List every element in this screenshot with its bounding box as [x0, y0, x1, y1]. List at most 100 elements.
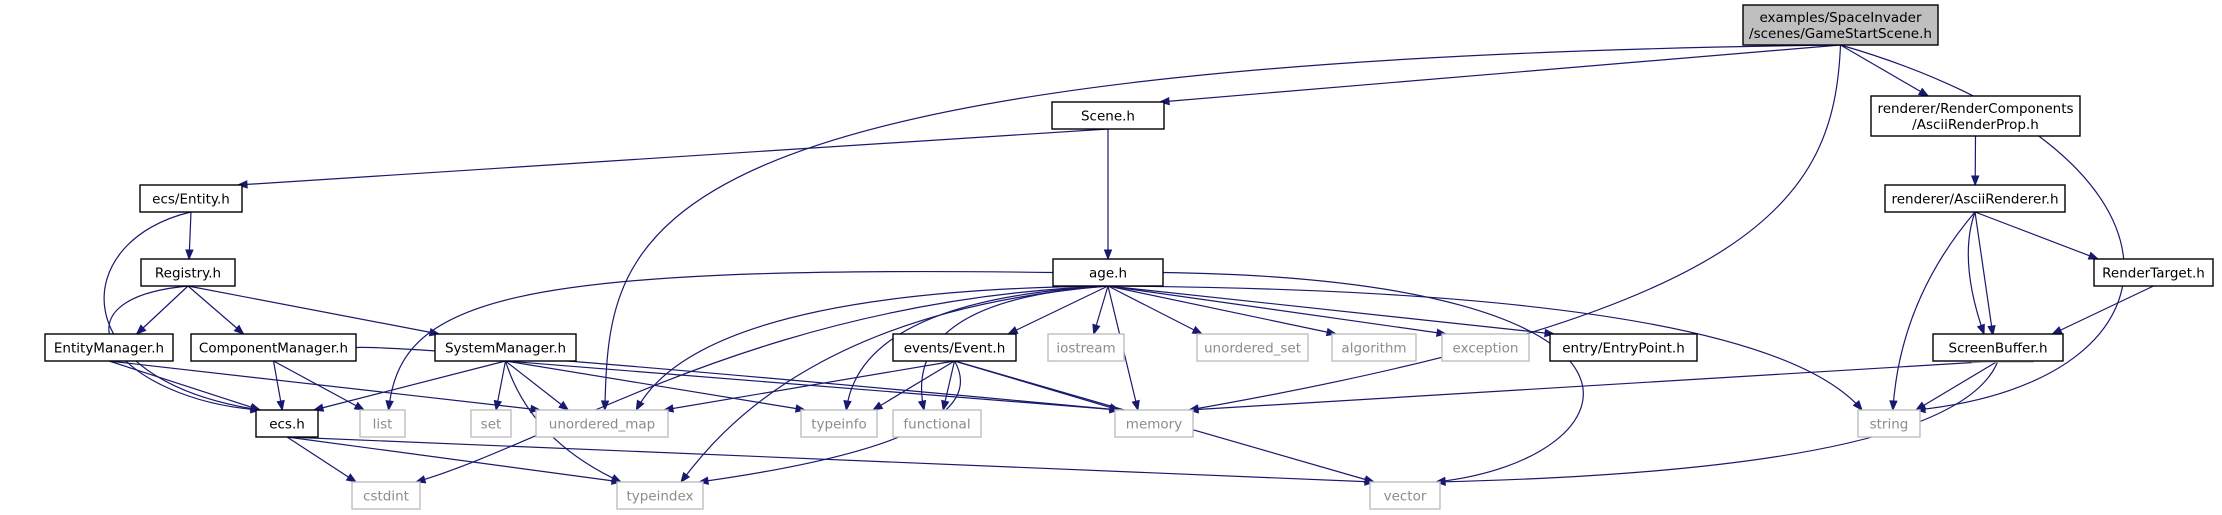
node-rendertarget[interactable]: RenderTarget.h — [2093, 258, 2214, 287]
node-box-unordered_set — [1196, 333, 1309, 362]
node-box-scene — [1051, 101, 1165, 130]
node-box-cstdint — [351, 481, 421, 510]
arrowhead-age-to-list — [385, 400, 394, 412]
node-algorithm[interactable]: algorithm — [1331, 333, 1417, 362]
node-asciirenderprop[interactable]: renderer/RenderComponents/AsciiRenderPro… — [1870, 95, 2081, 137]
node-box-root — [1742, 4, 1939, 46]
nodes: examples/SpaceInvader/scenes/GameStartSc… — [44, 4, 2214, 510]
node-label-age: age.h — [1089, 266, 1127, 282]
node-entity[interactable]: ecs/Entity.h — [139, 184, 243, 213]
node-cstdint[interactable]: cstdint — [351, 481, 421, 510]
edge-systemmanager-to-ecs — [313, 360, 506, 411]
edge-screenbuffer-to-memory — [1188, 360, 1999, 411]
node-label-set: set — [481, 417, 502, 433]
node-string[interactable]: string — [1857, 409, 1921, 438]
arrowhead-age-to-unordered_set — [1191, 325, 1204, 335]
edge-age-to-entrypoint — [1107, 285, 1555, 335]
edge-age-to-event — [1007, 285, 1109, 335]
arrowhead-age-to-unordered_map — [635, 399, 645, 412]
node-box-unordered_map — [535, 409, 669, 438]
arrowhead-asciirenderer-to-rendertarget — [2087, 251, 2100, 260]
edge-age-to-algorithm — [1107, 285, 1337, 335]
edge-age-to-string — [1107, 285, 1863, 411]
node-label-asciirenderer: renderer/AsciiRenderer.h — [1891, 192, 2058, 208]
node-systemmanager[interactable]: SystemManager.h — [434, 333, 577, 362]
node-label-rendertarget: RenderTarget.h — [2102, 266, 2205, 282]
arrowhead-event-to-typeinfo — [871, 401, 884, 411]
node-label-root: /scenes/GameStartScene.h — [1749, 26, 1932, 42]
node-set[interactable]: set — [470, 409, 512, 438]
node-functional[interactable]: functional — [892, 409, 982, 438]
node-scene[interactable]: Scene.h — [1051, 101, 1165, 130]
node-ecs[interactable]: ecs.h — [255, 409, 319, 438]
node-label-componentmanager: ComponentManager.h — [199, 341, 348, 357]
edge-screenbuffer-to-string — [1915, 360, 1999, 411]
node-box-age — [1052, 258, 1164, 287]
node-age[interactable]: age.h — [1052, 258, 1164, 287]
node-root[interactable]: examples/SpaceInvader/scenes/GameStartSc… — [1742, 4, 1939, 46]
edge-asciirenderer-to-rendertarget — [1974, 211, 2099, 260]
edge-scene-to-entity — [237, 128, 1109, 186]
node-box-typeindex — [616, 481, 704, 510]
node-componentmanager[interactable]: ComponentManager.h — [190, 333, 357, 362]
node-box-list — [359, 409, 406, 438]
arrowhead-age-to-iostream — [1092, 323, 1101, 336]
arrowhead-registry-to-entitymanager — [135, 324, 147, 335]
node-iostream[interactable]: iostream — [1047, 333, 1125, 362]
arrowhead-age-to-typeinfo — [843, 400, 852, 412]
node-box-registry — [140, 258, 236, 287]
node-entrypoint[interactable]: entry/EntryPoint.h — [1549, 333, 1698, 362]
arrowhead-event-to-functional — [941, 399, 950, 412]
edge-age-to-functional — [921, 285, 1109, 411]
arrowhead-age-to-string — [1852, 400, 1863, 412]
edge-age-to-cstdint — [415, 285, 1109, 483]
node-memory[interactable]: memory — [1114, 409, 1194, 438]
node-label-entitymanager: EntityManager.h — [54, 341, 164, 357]
arrowhead-age-to-memory — [1131, 399, 1140, 412]
node-label-unordered_set: unordered_set — [1204, 341, 1301, 357]
node-label-ecs: ecs.h — [269, 417, 305, 433]
edge-age-to-typeindex — [680, 285, 1109, 483]
node-box-entity — [139, 184, 243, 213]
node-label-entrypoint: entry/EntryPoint.h — [1562, 341, 1685, 357]
node-event[interactable]: events/Event.h — [892, 333, 1017, 362]
edge-screenbuffer-to-vector — [1435, 360, 1999, 483]
edge-systemmanager-to-typeinfo — [505, 360, 806, 411]
edge-asciirenderer-to-screenbuffer — [1967, 211, 1985, 335]
edge-registry-to-systemmanager — [187, 285, 440, 335]
node-screenbuffer[interactable]: ScreenBuffer.h — [1932, 333, 2064, 362]
arrowhead-rendertarget-to-screenbuffer — [2051, 326, 2063, 335]
arrowhead-entitymanager-to-ecs — [249, 403, 262, 412]
node-typeindex[interactable]: typeindex — [616, 481, 704, 510]
node-label-functional: functional — [903, 417, 970, 433]
node-box-entrypoint — [1549, 333, 1698, 362]
node-asciirenderer[interactable]: renderer/AsciiRenderer.h — [1884, 184, 2066, 213]
node-exception[interactable]: exception — [1441, 333, 1530, 362]
arrowhead-age-to-cstdint — [414, 475, 427, 484]
arrowhead-componentmanager-to-ecs — [276, 399, 285, 412]
edge-age-to-exception — [1107, 285, 1447, 335]
edge-systemmanager-to-unordered_map — [505, 360, 569, 411]
edge-registry-to-componentmanager — [187, 285, 244, 335]
arrowhead-scene-to-age — [1103, 249, 1113, 261]
node-registry[interactable]: Registry.h — [140, 258, 236, 287]
edge-entitymanager-to-ecs — [108, 360, 261, 411]
arrowhead-asciirenderer-to-cstdio — [1987, 324, 1996, 337]
node-label-registry: Registry.h — [155, 266, 221, 282]
edge-age-to-vector — [1162, 271, 1584, 483]
edge-registry-to-entitymanager — [136, 285, 189, 335]
edge-age-to-typeinfo — [845, 285, 1109, 411]
node-list[interactable]: list — [359, 409, 406, 438]
arrowhead-asciirenderer-to-screenbuffer — [1976, 323, 1985, 336]
node-vector[interactable]: vector — [1369, 481, 1441, 510]
node-unordered_map[interactable]: unordered_map — [535, 409, 669, 438]
edge-root-to-scene — [1159, 44, 1841, 103]
node-label-string: string — [1870, 417, 1909, 433]
node-box-string — [1857, 409, 1921, 438]
node-box-typeinfo — [800, 409, 878, 438]
node-entitymanager[interactable]: EntityManager.h — [44, 333, 174, 362]
node-typeinfo[interactable]: typeinfo — [800, 409, 878, 438]
node-unordered_set[interactable]: unordered_set — [1196, 333, 1309, 362]
node-box-screenbuffer — [1932, 333, 2064, 362]
